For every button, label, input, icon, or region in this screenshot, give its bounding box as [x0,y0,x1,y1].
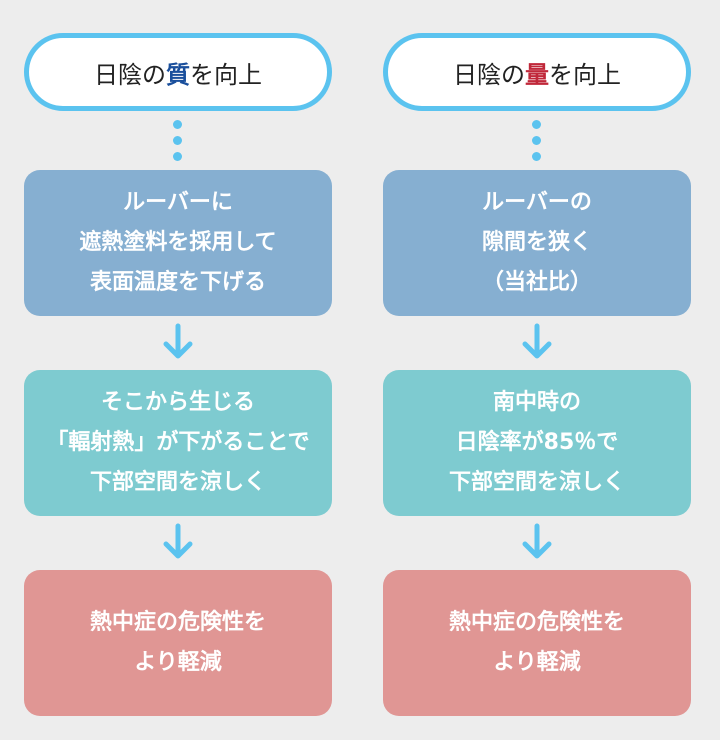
dotted-connector [173,120,183,168]
step-1-box: ルーバーに 遮熱塗料を採用して 表面温度を下げる [24,170,332,316]
arrow-down-icon [163,323,193,359]
dotted-connector [532,120,542,168]
title-suffix: を向上 [549,60,621,89]
arrow-down-icon [163,523,193,559]
title-suffix: を向上 [190,60,262,89]
step-1-box: ルーバーの 隙間を狭く （当社比） [383,170,691,316]
title-prefix: 日陰の [453,60,525,89]
arrow-down-icon [522,323,552,359]
result-box: 熱中症の危険性を より軽減 [383,570,691,716]
quality-title-pill: 日陰の質を向上 [24,33,332,111]
step-2-box: そこから生じる 「輻射熱」が下がることで 下部空間を涼しく [24,370,332,516]
title-keyword-quality: 質 [166,60,190,89]
step-2-box: 南中時の 日陰率が85％で 下部空間を涼しく [383,370,691,516]
arrow-down-icon [522,523,552,559]
quantity-title-pill: 日陰の量を向上 [383,33,691,111]
title-keyword-quantity: 量 [525,60,549,89]
result-box: 熱中症の危険性を より軽減 [24,570,332,716]
title-prefix: 日陰の [94,60,166,89]
